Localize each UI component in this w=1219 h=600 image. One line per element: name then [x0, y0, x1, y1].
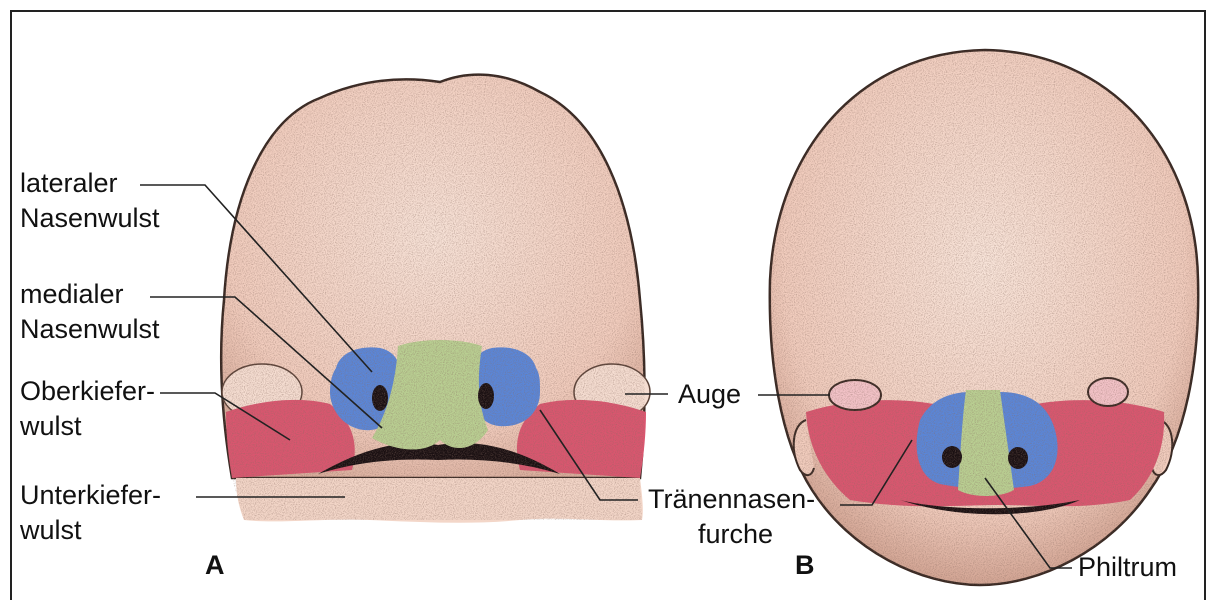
- label-mandibular-line2: wulst: [20, 513, 161, 548]
- label-lateral-nasal-line1: lateraler: [20, 166, 160, 201]
- label-medial-nasal: medialer Nasenwulst: [20, 277, 160, 347]
- label-philtrum: Philtrum: [1078, 550, 1177, 585]
- label-nasolacrimal-line2: furche: [648, 517, 815, 552]
- label-maxillary: Oberkiefer- wulst: [20, 374, 155, 444]
- embryo-b: [770, 50, 1198, 585]
- panel-label-a: A: [205, 550, 225, 581]
- label-lateral-nasal: lateraler Nasenwulst: [20, 166, 160, 236]
- label-medial-nasal-line2: Nasenwulst: [20, 312, 160, 347]
- label-mandibular-line1: Unterkiefer-: [20, 478, 161, 513]
- embryo-a: [221, 75, 650, 523]
- panel-label-b: B: [795, 550, 815, 581]
- label-nasolacrimal: Tränennasen- furche: [648, 482, 815, 552]
- label-mandibular: Unterkiefer- wulst: [20, 478, 161, 548]
- label-eye: Auge: [678, 377, 741, 412]
- label-maxillary-line1: Oberkiefer-: [20, 374, 155, 409]
- label-lateral-nasal-line2: Nasenwulst: [20, 201, 160, 236]
- label-medial-nasal-line1: medialer: [20, 277, 160, 312]
- label-maxillary-line2: wulst: [20, 409, 155, 444]
- label-nasolacrimal-line1: Tränennasen-: [648, 482, 815, 517]
